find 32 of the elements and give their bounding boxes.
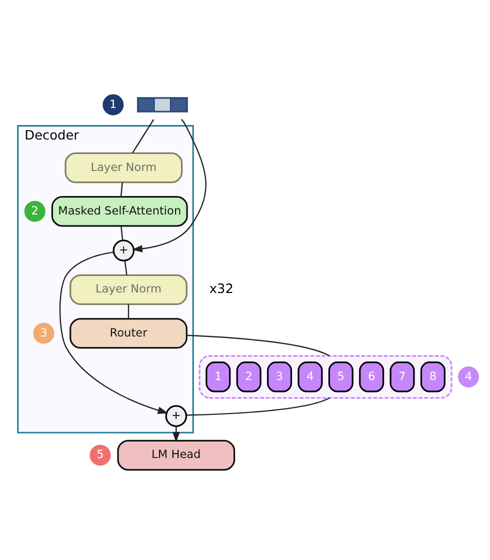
- connector: [120, 226, 124, 240]
- node-circle: 3: [33, 322, 54, 344]
- node-box: 7: [390, 362, 415, 392]
- cluster: [198, 355, 452, 399]
- node-box: Layer Norm: [70, 274, 188, 306]
- node-box: Layer Norm: [64, 152, 183, 184]
- connector: [186, 397, 330, 416]
- node-box: 6: [359, 362, 384, 392]
- node-box: Masked Self-Attention: [51, 196, 188, 227]
- connector: [128, 304, 130, 319]
- node-box: 5: [328, 362, 354, 392]
- node-box: 2: [236, 362, 262, 392]
- node-circle: 4: [458, 366, 479, 388]
- arrow: [59, 252, 168, 414]
- node-circle: +: [165, 405, 188, 427]
- arrow: [132, 118, 206, 252]
- node-circle: 5: [90, 444, 111, 466]
- node-circle: 1: [102, 94, 124, 116]
- arrow: [172, 426, 180, 443]
- node-box: 4: [298, 362, 323, 392]
- node-box: 1: [206, 362, 231, 392]
- node-box: 8: [420, 362, 446, 392]
- connector: [186, 334, 330, 356]
- label: x32: [209, 282, 234, 297]
- node-box: Router: [70, 318, 188, 349]
- connector: [124, 260, 128, 276]
- node-circle: +: [112, 240, 135, 262]
- node-box: 3: [267, 362, 292, 392]
- node-circle: 2: [24, 200, 46, 222]
- connector: [132, 119, 154, 154]
- connector: [120, 182, 123, 197]
- node-box: LM Head: [117, 440, 236, 471]
